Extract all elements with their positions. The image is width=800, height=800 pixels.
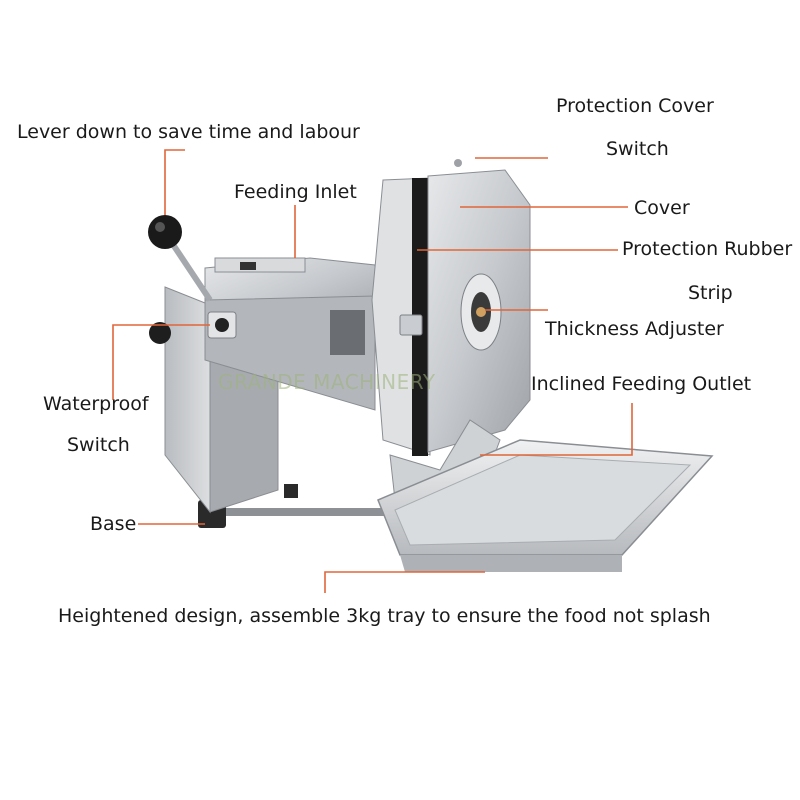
label-heightened-design: Heightened design, assemble 3kg tray to … <box>58 605 711 627</box>
tray <box>377 439 714 572</box>
label-protection-cover: Protection Cover <box>556 95 714 117</box>
label-protection-rubber-strip: Strip <box>688 282 733 304</box>
label-protection-cover-switch: Switch <box>606 138 669 160</box>
leader-inclined-outlet <box>480 403 633 456</box>
label-waterproof: Waterproof <box>43 393 149 415</box>
thickness-adjuster-knob <box>460 273 502 351</box>
label-waterproof-switch: Switch <box>67 434 130 456</box>
label-base: Base <box>90 513 137 535</box>
label-cover: Cover <box>634 197 690 219</box>
leader-tray <box>324 571 485 593</box>
label-thickness-adjuster: Thickness Adjuster <box>545 318 724 340</box>
label-protection-rubber: Protection Rubber <box>622 238 793 260</box>
label-inclined-outlet: Inclined Feeding Outlet <box>531 373 752 395</box>
cover <box>371 159 531 456</box>
leader-waterproof-switch <box>112 324 210 400</box>
waterproof-switch <box>149 311 237 344</box>
watermark: GRANDE MACHINERY <box>218 370 436 394</box>
label-feeding-inlet: Feeding Inlet <box>234 181 357 203</box>
leader-lines <box>112 149 633 593</box>
label-lever: Lever down to save time and labour <box>17 121 360 143</box>
leader-lever <box>164 149 185 215</box>
lever <box>148 215 213 302</box>
